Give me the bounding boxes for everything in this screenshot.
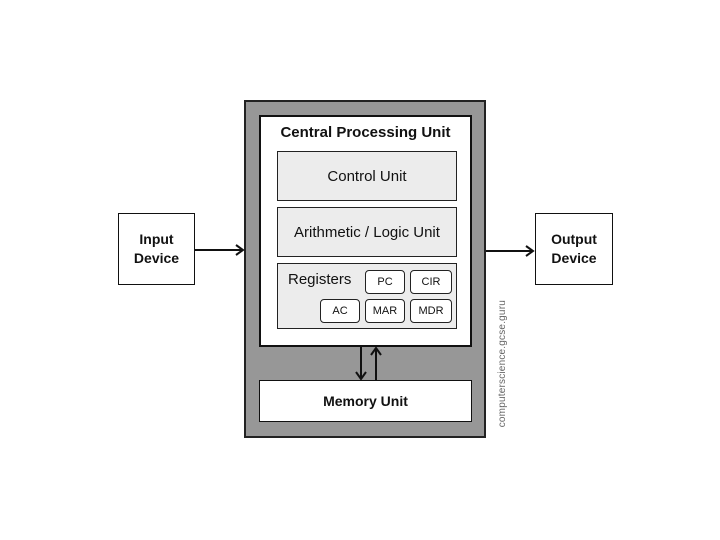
registers-label: Registers — [288, 271, 352, 288]
output-device-label: Output Device — [551, 231, 597, 266]
cpu-title: Central Processing Unit — [280, 124, 451, 141]
alu-box: Arithmetic / Logic Unit — [277, 207, 457, 257]
register-ac: AC — [320, 299, 360, 323]
alu-label: Arithmetic / Logic Unit — [294, 223, 440, 241]
control-unit-box: Control Unit — [277, 151, 457, 201]
register-mar: MAR — [365, 299, 405, 323]
input-to-cpu-arrowhead — [235, 244, 245, 256]
cpu-to-output-arrowhead — [525, 245, 535, 257]
input-device-label: Input Device — [133, 231, 180, 266]
register-cir: CIR — [410, 270, 452, 294]
memory-to-cpu-arrowhead — [370, 346, 382, 356]
memory-unit-label: Memory Unit — [323, 393, 408, 409]
register-mdr: MDR — [410, 299, 452, 323]
control-unit-label: Control Unit — [327, 167, 407, 185]
input-device-box: Input Device — [118, 213, 195, 285]
memory-unit-box: Memory Unit — [259, 380, 472, 422]
output-device-box: Output Device — [535, 213, 613, 285]
cpu-to-memory-arrowhead — [355, 371, 367, 381]
register-pc: PC — [365, 270, 405, 294]
